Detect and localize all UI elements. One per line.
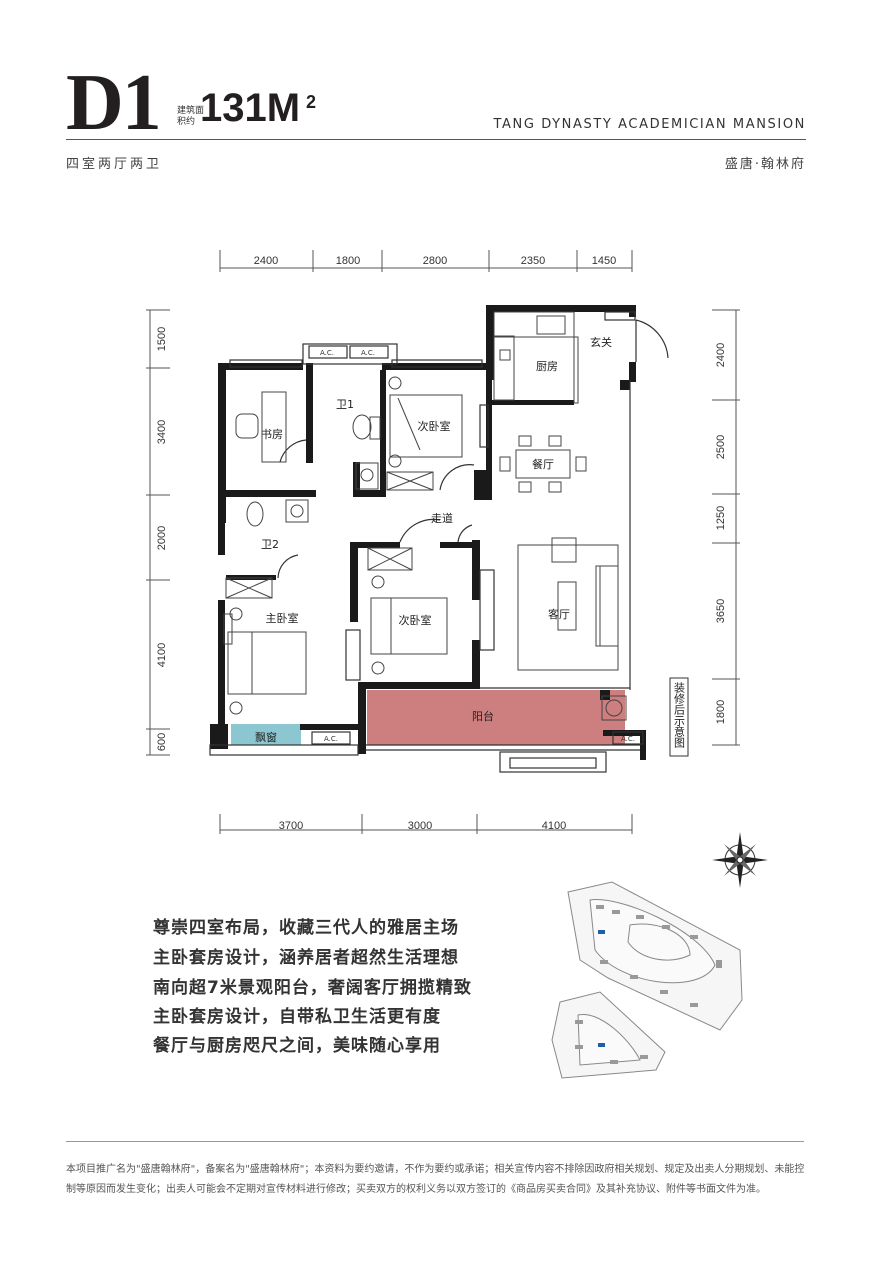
dimension-lines	[146, 250, 740, 834]
room-bedroom2: 次卧室	[418, 419, 451, 433]
dim-left-2: 3400	[156, 420, 168, 444]
area-value: 131M	[200, 86, 301, 130]
project-name-cn: 盛唐·翰林府	[724, 157, 806, 172]
toilet-2	[246, 501, 264, 527]
room-bath1: 卫1	[336, 398, 354, 411]
decoration-note: 装修后示意图	[673, 682, 686, 749]
dim-top-4: 2350	[521, 255, 545, 267]
room-living: 客厅	[548, 607, 570, 621]
armchair	[551, 537, 577, 563]
room-baywindow: 飘窗	[255, 730, 277, 744]
balcony-floor	[367, 690, 625, 745]
kitchen-counter	[493, 311, 575, 338]
ac-label-3: A.C.	[324, 735, 338, 743]
room-bath2: 卫2	[261, 538, 279, 551]
sofa	[595, 565, 619, 647]
dim-top-1: 2400	[254, 255, 278, 267]
bedroom2-bed	[389, 394, 463, 458]
dim-right-3: 1250	[715, 506, 727, 530]
ac-label-2: A.C.	[361, 349, 375, 357]
site-buildings	[575, 905, 722, 1064]
feature-item: 餐厅与厨房咫尺之间，美味随心享用	[153, 1036, 441, 1056]
dim-bottom-1: 3700	[279, 820, 303, 832]
dim-top-3: 2800	[423, 255, 447, 267]
dining-table	[515, 449, 571, 479]
room-master: 主卧室	[266, 611, 299, 625]
area-unit-superscript: 2	[306, 92, 317, 112]
feature-item: 南向超7米景观阳台，奢阔客厅拥揽精致	[153, 978, 472, 998]
toilet-1	[352, 414, 372, 440]
study-desk	[261, 391, 287, 463]
site-plan-map	[551, 881, 743, 1079]
compass-icon	[712, 832, 768, 888]
dim-right-2: 2500	[715, 435, 727, 459]
dim-right-4: 3650	[715, 599, 727, 623]
dim-left-1: 1500	[156, 327, 168, 351]
room-kitchen: 厨房	[536, 360, 558, 373]
feature-item: 尊崇四室布局，收藏三代人的雅居主场	[153, 918, 459, 938]
disclaimer: 本项目推广名为"盛唐翰林府"，备案名为"盛唐翰林府"；本资料为要约邀请，不作为要…	[66, 1164, 805, 1195]
feature-item: 主卧套房设计，自带私卫生活更有度	[153, 1007, 441, 1027]
dim-top-5: 1450	[592, 255, 616, 267]
feature-item: 主卧套房设计，涵养居者超然生活理想	[153, 948, 459, 968]
coffee-table	[557, 581, 577, 631]
dim-top-2: 1800	[336, 255, 360, 267]
study-chair	[235, 413, 259, 439]
dim-bottom-3: 4100	[542, 820, 566, 832]
dim-left-4: 4100	[156, 643, 168, 667]
dim-bottom-2: 3000	[408, 820, 432, 832]
dim-left-5: 600	[156, 733, 168, 751]
area-label: 建筑面积约	[177, 106, 205, 127]
room-bedroom3: 次卧室	[399, 613, 432, 627]
footer-divider	[66, 1141, 804, 1142]
site-highlight-marks	[598, 930, 605, 1047]
master-bed	[227, 631, 307, 695]
dim-left-3: 2000	[156, 526, 168, 550]
bay-window-floor	[231, 724, 301, 745]
dim-right-1: 2400	[715, 343, 727, 367]
dim-right-5: 1800	[715, 700, 727, 724]
room-corridor: 走道	[431, 511, 453, 525]
ac-label-4: A.C.	[621, 735, 635, 743]
model-title: D1	[66, 59, 162, 147]
layout-type: 四室两厅两卫	[66, 157, 163, 172]
project-name-en: TANG DYNASTY ACADEMICIAN MANSION	[493, 117, 806, 132]
room-balcony: 阳台	[472, 709, 494, 723]
floor-plan: 2400 1800 2800 2350 1450 3700 3000 4100 …	[146, 250, 768, 1079]
header-divider	[66, 139, 806, 140]
room-entrance: 玄关	[590, 335, 612, 349]
room-dining: 餐厅	[532, 457, 554, 471]
room-study: 书房	[261, 428, 283, 441]
ac-label-1: A.C.	[320, 349, 334, 357]
